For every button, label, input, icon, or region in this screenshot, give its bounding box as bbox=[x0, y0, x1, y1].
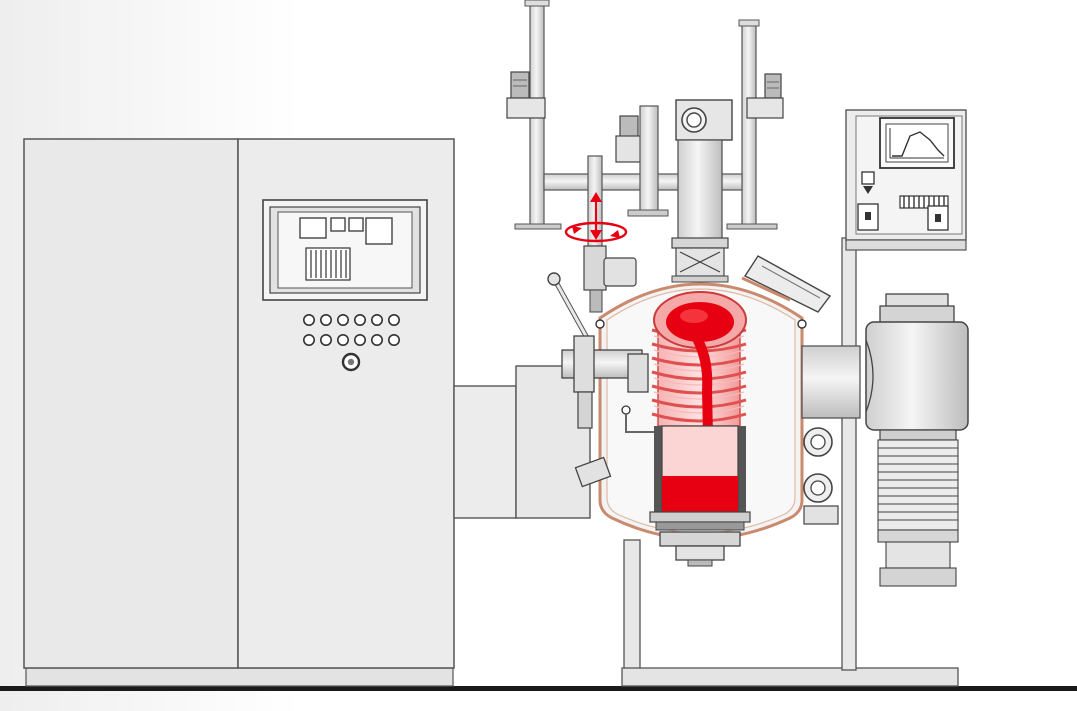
cabinet-base bbox=[25, 667, 454, 687]
vertical-arrow-icon bbox=[590, 192, 602, 240]
left-motor bbox=[510, 71, 530, 99]
temperature-curve-icon bbox=[892, 131, 945, 157]
sampling-lever bbox=[547, 272, 589, 339]
right-motor bbox=[764, 73, 782, 99]
induction-furnace bbox=[651, 291, 747, 480]
panel-display-2 bbox=[330, 217, 346, 232]
power-feed-box bbox=[453, 365, 591, 519]
bellows bbox=[877, 439, 959, 587]
casting-mould bbox=[649, 425, 751, 531]
vacuum-pump-line bbox=[801, 345, 861, 525]
vacuum-top-duct bbox=[671, 99, 733, 283]
floor-line bbox=[0, 686, 1077, 691]
side-valve-assembly bbox=[561, 335, 660, 488]
control-cabinet bbox=[23, 138, 455, 687]
lifting-frame bbox=[506, 0, 784, 230]
mould-molten-fill bbox=[662, 476, 738, 512]
cabinet-left-door bbox=[23, 138, 239, 669]
operator-console bbox=[845, 109, 967, 251]
panel-display-4 bbox=[365, 217, 393, 245]
panel-display-1 bbox=[299, 217, 327, 239]
right-column bbox=[741, 21, 757, 229]
panel-bar-meter bbox=[305, 247, 351, 281]
sight-port bbox=[741, 255, 832, 313]
vacuum-pump-elbow bbox=[865, 293, 969, 441]
cabinet-button-grid bbox=[302, 313, 400, 346]
middle-motor bbox=[619, 115, 639, 139]
panel-display-3 bbox=[348, 217, 364, 232]
cabinet-main-knob-center bbox=[347, 358, 355, 366]
